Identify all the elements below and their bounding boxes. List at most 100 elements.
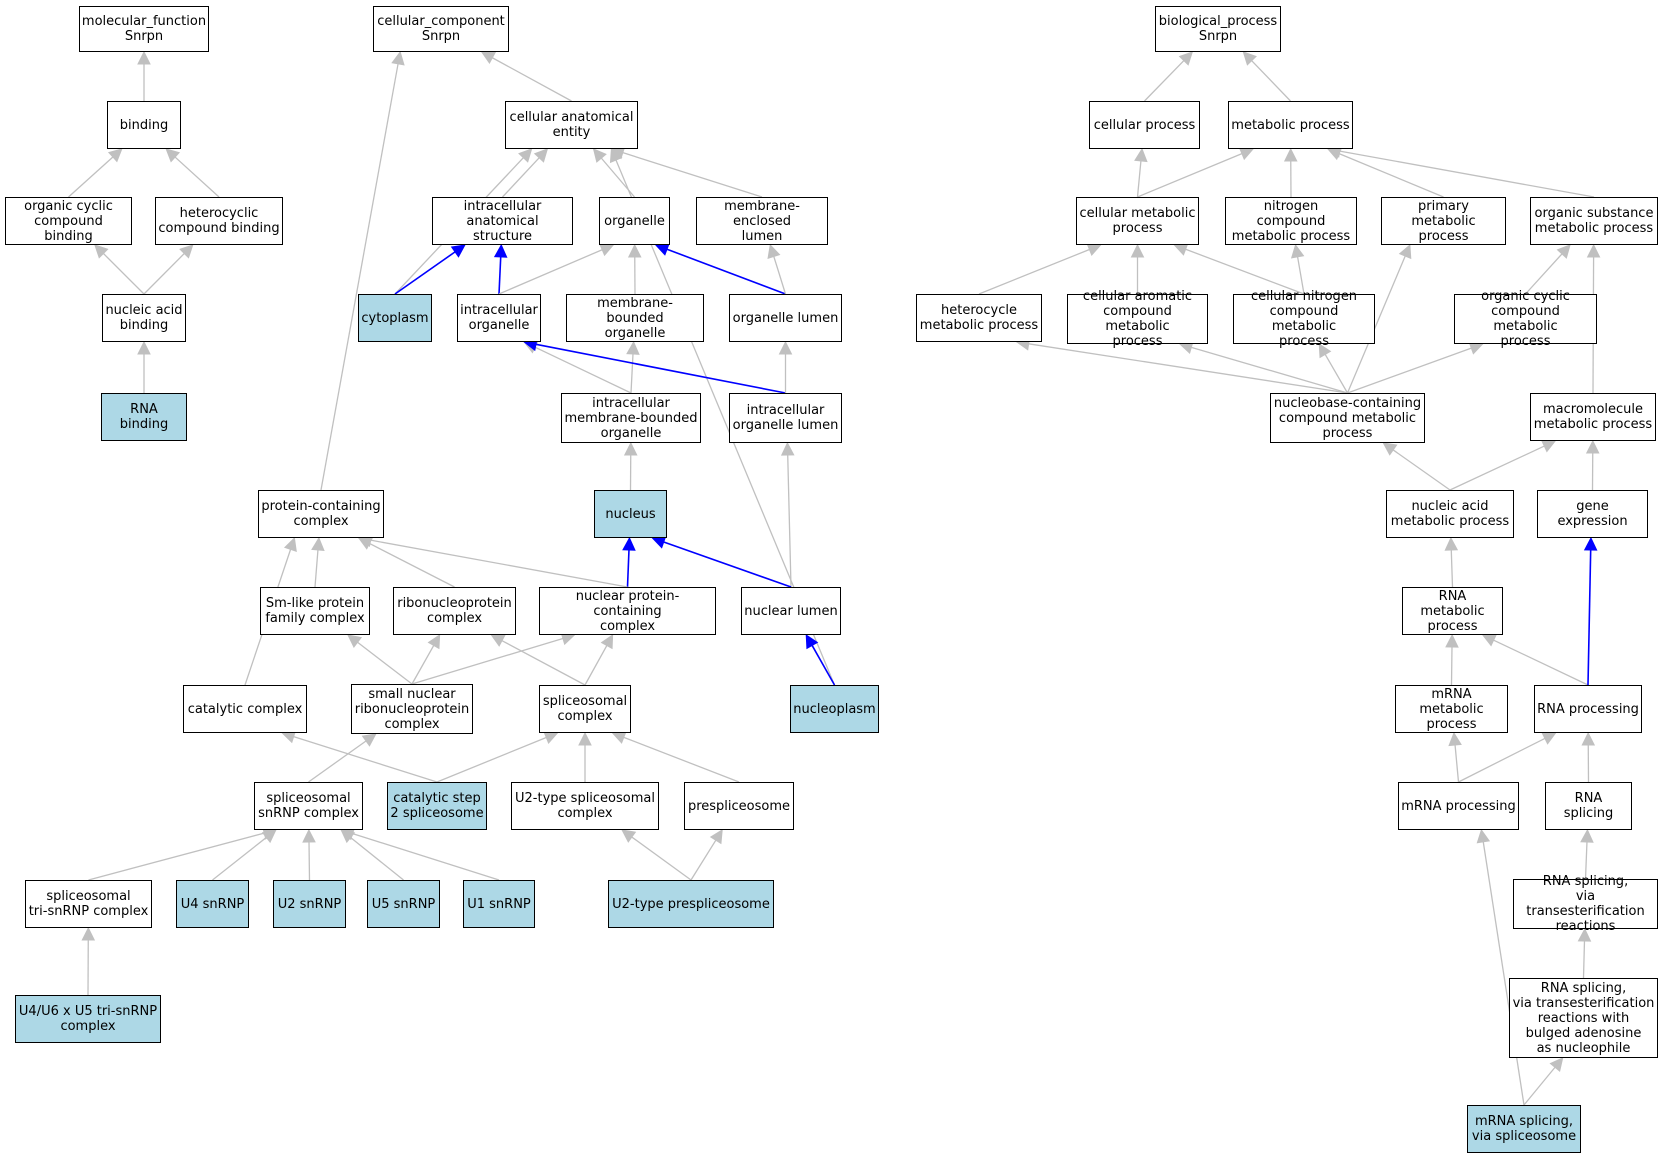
- node-rna-splicing-via-transesterification-reactions[interactable]: RNA splicing, via transesterification re…: [1513, 874, 1658, 934]
- edge-nucleobase_met-to-hetero_met: [1028, 343, 1348, 394]
- edge-mrna_proc-to-mrna_met: [1454, 744, 1460, 783]
- node-cytoplasm[interactable]: cytoplasm: [358, 294, 432, 342]
- edge-arrowhead-cell_met-to-met_proc: [1238, 147, 1255, 161]
- node-rna-binding[interactable]: RNA binding: [101, 393, 187, 441]
- node-macromolecule-metabolic-process[interactable]: macromolecule metabolic process: [1530, 393, 1656, 441]
- edge-arrowhead-cell_anat-to-cc_root: [480, 51, 497, 64]
- node-primary-metabolic-process[interactable]: primary metabolic process: [1381, 197, 1506, 245]
- edge-arrowhead-spliceosomal_complex-to-nuc_prot_complex: [600, 634, 614, 650]
- edge-arrowhead-rna_binding-to-nucleic_acid_binding: [137, 340, 151, 355]
- edge-nuc_prot_complex-to-prot_complex: [370, 539, 628, 588]
- edge-arrowhead-mrna_proc-to-rna_proc: [1541, 732, 1557, 745]
- edge-nucleobase_met-to-cell_nitro_met: [1324, 354, 1349, 394]
- node-u4-snrnp[interactable]: U4 snRNP: [176, 880, 249, 928]
- node-sm-like-protein-family-complex[interactable]: Sm-like protein family complex: [260, 587, 370, 635]
- node-cellular-nitrogen-compound-metabolic-process[interactable]: cellular nitrogen compound metabolic pro…: [1233, 289, 1375, 349]
- edge-intra_org_lumen-to-intra_org: [535, 343, 786, 394]
- edge-arrowhead-intra_org-to-intra_anat: [493, 243, 508, 258]
- node-u2-snrnp[interactable]: U2 snRNP: [273, 880, 346, 928]
- node-intracellular-organelle[interactable]: intracellular organelle: [457, 294, 541, 342]
- edge-u4-to-sp_snrnp: [212, 836, 267, 881]
- node-organic-cyclic-compound-binding[interactable]: organic cyclic compound binding: [5, 197, 132, 245]
- node-nucleus[interactable]: nucleus: [594, 490, 667, 538]
- node-nuclear-lumen[interactable]: nuclear lumen: [741, 587, 841, 635]
- edge-snrnp_complex-to-sm_like: [357, 641, 413, 685]
- node-cellular-anatomical-entity[interactable]: cellular anatomical entity: [505, 101, 638, 149]
- edge-u2_pre-to-prespliceosome: [690, 839, 717, 881]
- node-nucleic-acid-metabolic-process[interactable]: nucleic acid metabolic process: [1386, 490, 1514, 538]
- node-protein-containing-complex[interactable]: protein-containing complex: [258, 490, 384, 538]
- edge-snrnp_complex-to-nuc_prot_complex: [411, 637, 564, 685]
- edge-cell_met-to-met_proc: [1137, 153, 1243, 198]
- node-u4-u6-x-u5-tri-snrnp-complex[interactable]: U4/U6 x U5 tri-snRNP complex: [15, 995, 161, 1043]
- edge-arrowhead-organelle-to-cell_anat: [592, 148, 607, 163]
- node-prespliceosome[interactable]: prespliceosome: [684, 782, 794, 830]
- node-mrna-processing[interactable]: mRNA processing: [1398, 782, 1519, 830]
- node-biological-process-root[interactable]: biological_process Snrpn: [1155, 6, 1281, 52]
- node-mrna-splicing-via-spliceosome[interactable]: mRNA splicing, via spliceosome: [1467, 1105, 1581, 1153]
- edge-rnp_complex-to-prot_complex: [369, 542, 455, 588]
- edge-arrowhead-u2_pre-to-prespliceosome: [709, 829, 723, 845]
- edge-rna_spl_trans-to-rna_splicing: [1584, 841, 1588, 880]
- node-rna-metabolic-process[interactable]: RNA metabolic process: [1402, 587, 1503, 635]
- node-intracellular-organelle-lumen[interactable]: intracellular organelle lumen: [729, 393, 842, 443]
- node-nucleic-acid-binding[interactable]: nucleic acid binding: [102, 294, 186, 342]
- node-nitrogen-compound-metabolic-process[interactable]: nitrogen compound metabolic process: [1225, 197, 1357, 245]
- edge-nuc_acid_met-to-macro_met: [1449, 445, 1545, 491]
- edge-arrowhead-hetero_binding-to-binding: [165, 148, 181, 163]
- edge-arrowhead-nucleus-to-intra_mem_org: [623, 441, 638, 456]
- edge-arrowhead-mrna_splicing-to-mrna_proc: [1476, 828, 1491, 844]
- edge-arrowhead-nuc_acid_met-to-macro_met: [1540, 440, 1557, 453]
- node-organic-substance-metabolic-process[interactable]: organic substance metabolic process: [1530, 197, 1658, 245]
- node-cellular-component-root[interactable]: cellular_component Snrpn: [373, 6, 509, 52]
- edge-arrowhead-u2_pre-to-u2_sp_complex: [621, 829, 637, 843]
- node-binding[interactable]: binding: [107, 101, 181, 149]
- edge-arrowhead-mrna_splicing-to-rna_spl_bulged: [1549, 1057, 1564, 1072]
- node-spliceosomal-snrnp-complex[interactable]: spliceosomal snRNP complex: [254, 782, 363, 830]
- node-membrane-bounded-organelle[interactable]: membrane-bounded organelle: [566, 294, 704, 342]
- node-intracellular-membrane-bounded-organelle[interactable]: intracellular membrane-bounded organelle: [561, 393, 701, 443]
- node-organelle[interactable]: organelle: [599, 197, 670, 245]
- edge-cat_step2-to-spliceosomal_complex: [436, 736, 547, 783]
- node-metabolic-process[interactable]: metabolic process: [1228, 101, 1353, 149]
- edge-prespliceosome-to-spliceosomal_complex: [623, 736, 740, 783]
- node-intracellular-anatomical-structure[interactable]: intracellular anatomical structure: [432, 197, 573, 245]
- node-spliceosomal-tri-snrnp-complex[interactable]: spliceosomal tri-snRNP complex: [25, 880, 152, 928]
- edge-arrowhead-gene_expr-to-macro_met: [1585, 439, 1600, 454]
- node-rna-processing[interactable]: RNA processing: [1534, 685, 1642, 733]
- node-organelle-lumen[interactable]: organelle lumen: [729, 294, 842, 342]
- node-nuclear-protein-containing-complex[interactable]: nuclear protein-containing complex: [539, 587, 716, 635]
- node-cellular-process[interactable]: cellular process: [1089, 101, 1200, 149]
- edge-arrowhead-cell_nitro_met-to-nitro_met: [1290, 243, 1305, 259]
- node-organic-cyclic-compound-metabolic-process[interactable]: organic cyclic compound metabolic proces…: [1454, 289, 1597, 349]
- edge-arrowhead-rna_splicing-to-rna_proc: [1581, 731, 1596, 746]
- node-catalytic-step-2-spliceosome[interactable]: catalytic step 2 spliceosome: [387, 782, 487, 830]
- node-spliceosomal-complex[interactable]: spliceosomal complex: [539, 685, 631, 733]
- node-mrna-metabolic-process[interactable]: mRNA metabolic process: [1395, 685, 1508, 733]
- node-u2-type-prespliceosome[interactable]: U2-type prespliceosome: [608, 880, 774, 928]
- node-membrane-enclosed-lumen[interactable]: membrane-enclosed lumen: [696, 197, 828, 245]
- edge-hetero_binding-to-binding: [174, 156, 220, 198]
- edge-arrowhead-u2_sp_complex-to-spliceosomal_complex: [578, 731, 592, 746]
- node-rna-splicing-bulged-adenosine[interactable]: RNA splicing, via transesterification re…: [1509, 978, 1658, 1058]
- node-cellular-metabolic-process[interactable]: cellular metabolic process: [1076, 197, 1199, 245]
- node-heterocyclic-compound-binding[interactable]: heterocyclic compound binding: [155, 197, 283, 245]
- edge-rna_met-to-nuc_acid_met: [1450, 549, 1454, 588]
- edge-prot_complex-to-cc_root: [320, 63, 399, 491]
- edge-arrowhead-spliceosomal_complex-to-rnp_complex: [490, 634, 506, 647]
- node-nucleobase-containing-compound-metabolic-process[interactable]: nucleobase-containing compound metabolic…: [1270, 393, 1425, 443]
- node-cellular-aromatic-compound-metabolic-process[interactable]: cellular aromatic compound metabolic pro…: [1067, 289, 1208, 349]
- node-heterocycle-metabolic-process[interactable]: heterocycle metabolic process: [916, 294, 1042, 342]
- node-u2-type-spliceosomal-complex[interactable]: U2-type spliceosomal complex: [511, 782, 659, 830]
- node-rna-splicing[interactable]: RNA splicing: [1545, 782, 1632, 830]
- node-small-nuclear-ribonucleoprotein-complex[interactable]: small nuclear ribonucleoprotein complex: [351, 684, 473, 734]
- node-nucleoplasm[interactable]: nucleoplasm: [790, 685, 879, 733]
- node-gene-expression[interactable]: gene expression: [1537, 490, 1648, 538]
- node-u5-snrnp[interactable]: U5 snRNP: [367, 880, 440, 928]
- edge-arrowhead-nucleoplasm-to-cell_anat: [609, 147, 623, 164]
- node-ribonucleoprotein-complex[interactable]: ribonucleoprotein complex: [393, 587, 516, 635]
- node-molecular-function-root[interactable]: molecular_function Snrpn: [79, 6, 209, 52]
- node-u1-snrnp[interactable]: U1 snRNP: [463, 880, 535, 928]
- edge-nucleoplasm-to-nuc_lumen: [811, 645, 836, 686]
- node-catalytic-complex[interactable]: catalytic complex: [183, 685, 307, 733]
